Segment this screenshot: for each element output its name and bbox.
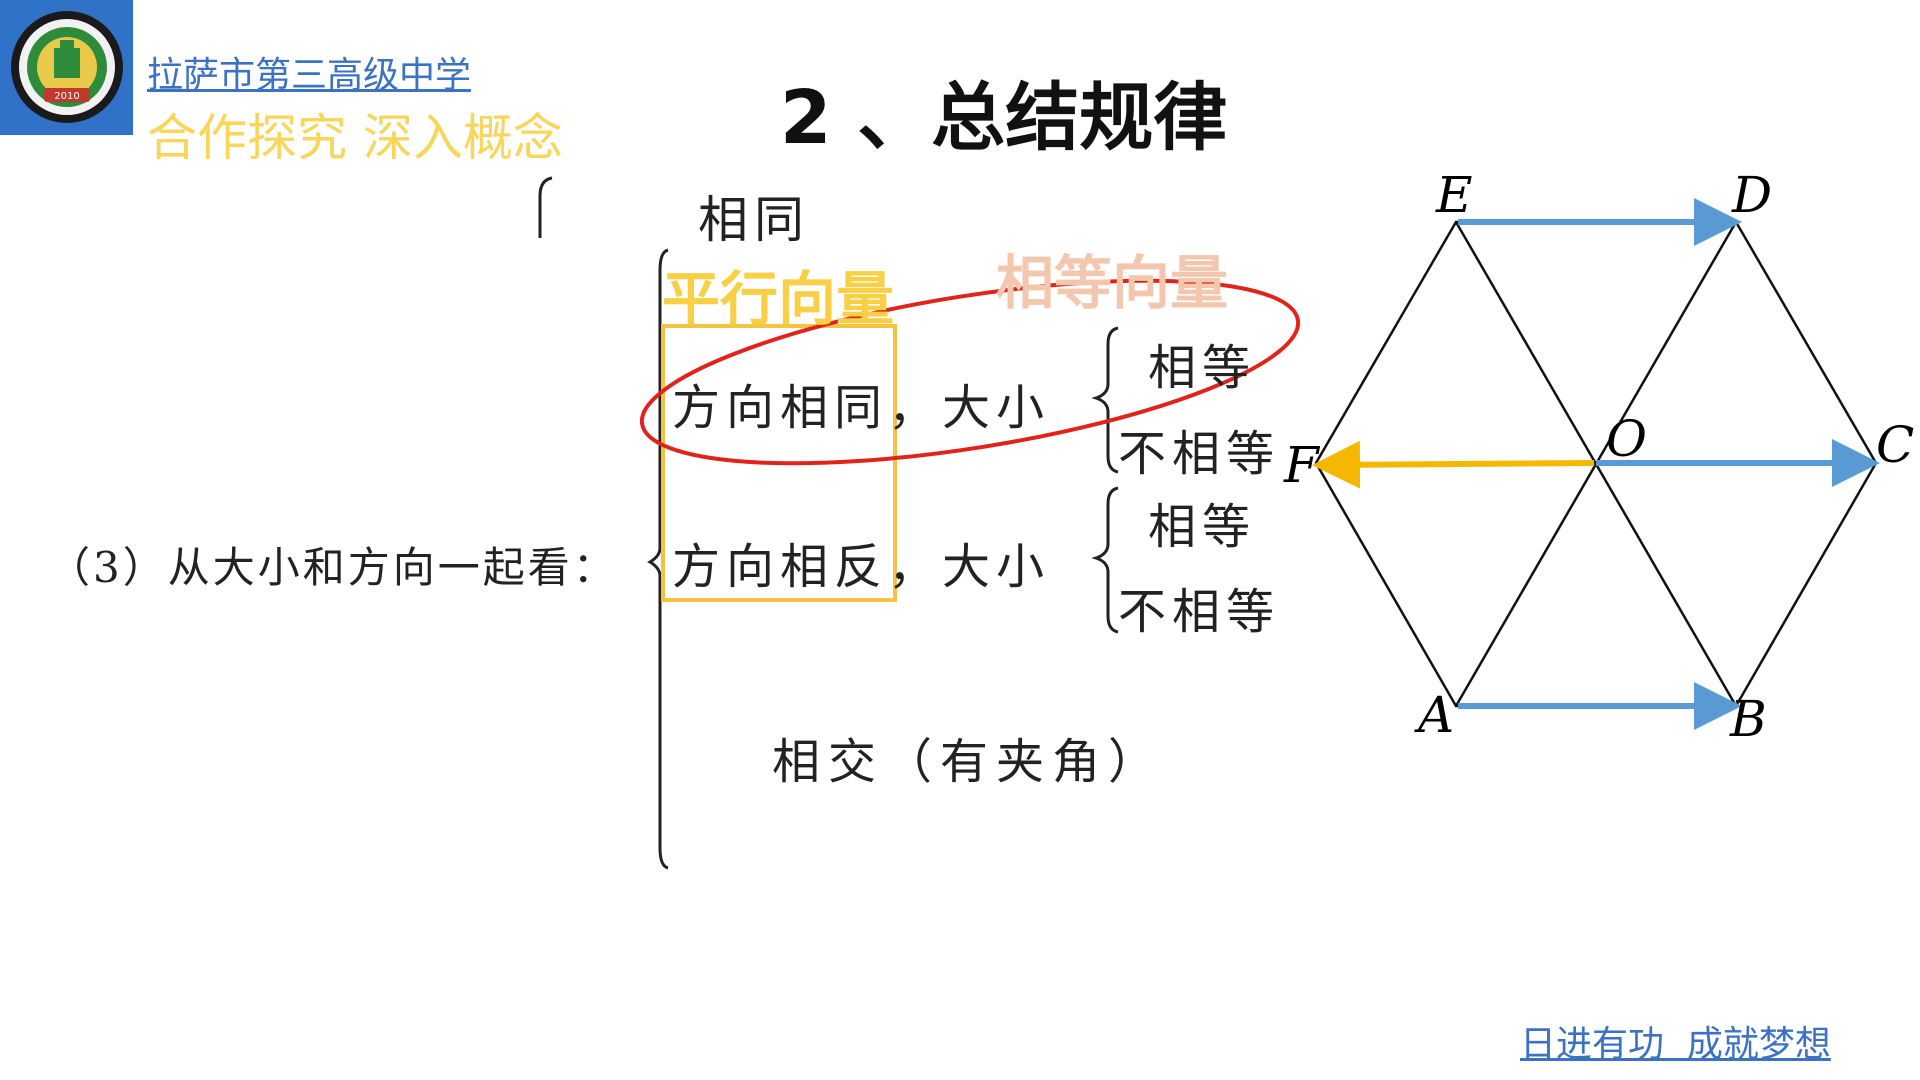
vertex-c: C bbox=[1876, 416, 1914, 474]
label-equal-vectors: 相等向量 bbox=[996, 249, 1229, 317]
school-logo: 2010 bbox=[0, 0, 133, 135]
logo-year: 2010 bbox=[54, 91, 79, 102]
label-same: 相同 bbox=[698, 191, 810, 249]
parallel-vectors-box bbox=[661, 324, 897, 602]
brace-opposite-direction bbox=[1091, 486, 1119, 634]
label-case-3: （3）从大小和方向一起看： bbox=[48, 543, 618, 592]
brace-same-direction bbox=[1091, 326, 1119, 474]
vector-of bbox=[1312, 440, 1595, 489]
school-emblem-icon: 2010 bbox=[11, 11, 123, 123]
label-direction-same: 方向相同，大小 bbox=[672, 380, 1051, 436]
label-direction-opposite: 方向相反，大小 bbox=[672, 539, 1051, 595]
label-equal-1: 相等 bbox=[1148, 340, 1257, 396]
vertex-a: A bbox=[1414, 686, 1454, 744]
vertex-b: B bbox=[1729, 690, 1767, 748]
label-parallel-vectors: 平行向量 bbox=[662, 265, 895, 333]
label-equal-2: 相等 bbox=[1148, 499, 1257, 555]
footer-motto[interactable]: 日进有功 成就梦想 bbox=[1520, 1024, 1831, 1065]
vertex-e: E bbox=[1435, 166, 1473, 224]
vertex-f: F bbox=[1283, 436, 1321, 494]
label-not-equal-1: 不相等 bbox=[1118, 426, 1281, 482]
label-intersect: 相交（有夹角） bbox=[772, 734, 1165, 790]
school-name[interactable]: 拉萨市第三高级中学 bbox=[147, 55, 472, 96]
equal-vectors-ellipse bbox=[639, 278, 1301, 466]
main-brace bbox=[647, 248, 669, 870]
center-o: O bbox=[1606, 410, 1647, 468]
page-title: 2 、总结规律 bbox=[780, 75, 1228, 161]
section-subtitle: 合作探究 深入概念 bbox=[147, 109, 563, 167]
label-not-equal-2: 不相等 bbox=[1118, 584, 1281, 640]
bracket-top bbox=[538, 176, 553, 238]
vertex-d: D bbox=[1731, 166, 1772, 224]
